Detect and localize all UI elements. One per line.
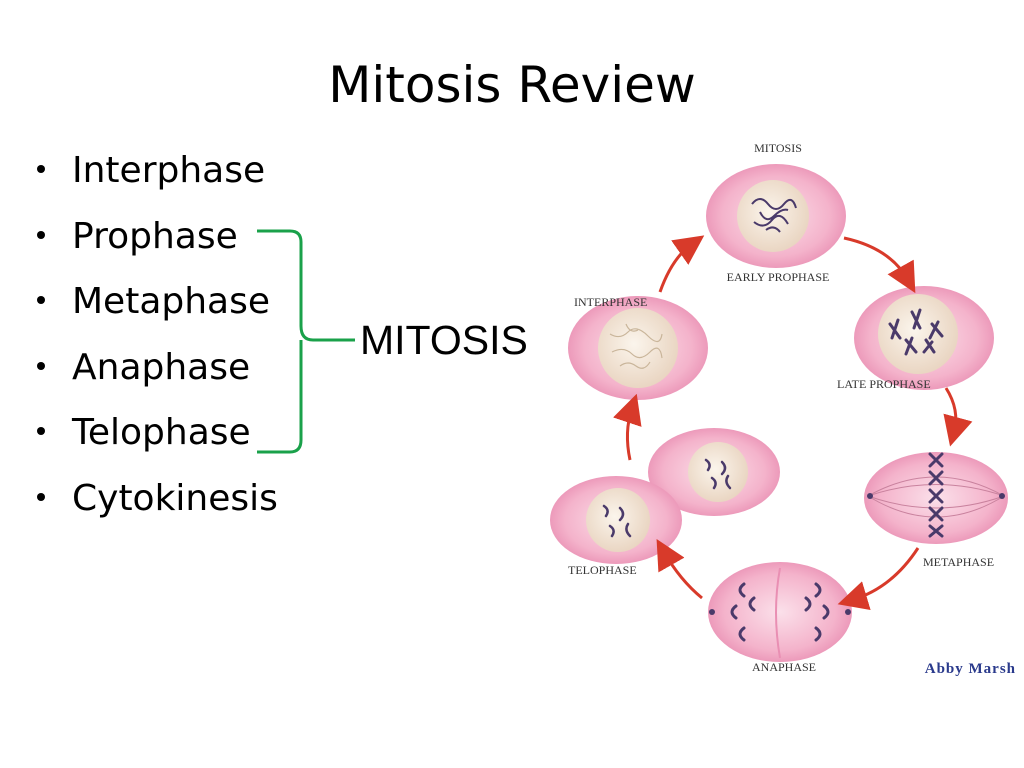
bullet-item: Interphase: [30, 142, 278, 208]
arrow-icon: [656, 538, 703, 600]
bullet-icon: [37, 165, 45, 173]
early-prophase-cell: [706, 164, 846, 268]
bullet-icon: [37, 427, 45, 435]
arrow-icon: [943, 387, 973, 447]
metaphase-cell: [864, 452, 1008, 544]
arrow-icon: [658, 235, 705, 293]
bullet-item: Cytokinesis: [30, 470, 278, 536]
credit-text: Abby Marsh: [925, 661, 1016, 677]
stage-label: TELOPHASE: [568, 563, 637, 577]
arrow-icon: [837, 547, 920, 611]
cycle-arrows: [613, 235, 973, 611]
group-label: MITOSIS: [360, 317, 528, 363]
anaphase-cell: [708, 562, 852, 662]
stage-label: EARLY PROPHASE: [727, 270, 830, 284]
arrow-icon: [843, 236, 916, 294]
bullet-item: Metaphase: [30, 273, 278, 339]
arrow-icon: [613, 393, 642, 461]
bullet-icon: [37, 230, 45, 239]
curly-brace-icon: [257, 229, 355, 454]
mitosis-cycle-diagram: MITOSIS EARLY PROPHASE LATE PROPHASE MET…: [550, 141, 1016, 677]
slide-title: Mitosis Review: [328, 56, 696, 114]
bullet-item: Anaphase: [30, 339, 278, 405]
bullet-item: Prophase: [30, 208, 278, 274]
telophase-cells: [550, 428, 780, 564]
stage-label: ANAPHASE: [752, 660, 816, 674]
diagram-heading: MITOSIS: [754, 141, 802, 155]
stage-label: INTERPHASE: [574, 295, 647, 309]
bullet-list: Interphase Prophase Metaphase Anaphase T…: [30, 142, 278, 535]
bullet-item: Telophase: [30, 404, 278, 470]
interphase-cell: [568, 296, 708, 400]
late-prophase-cell: [854, 286, 994, 390]
bullet-icon: [37, 296, 45, 304]
stage-label: METAPHASE: [923, 555, 994, 569]
bullet-icon: [37, 492, 45, 501]
bullet-icon: [37, 361, 45, 370]
stage-label: LATE PROPHASE: [837, 377, 931, 391]
